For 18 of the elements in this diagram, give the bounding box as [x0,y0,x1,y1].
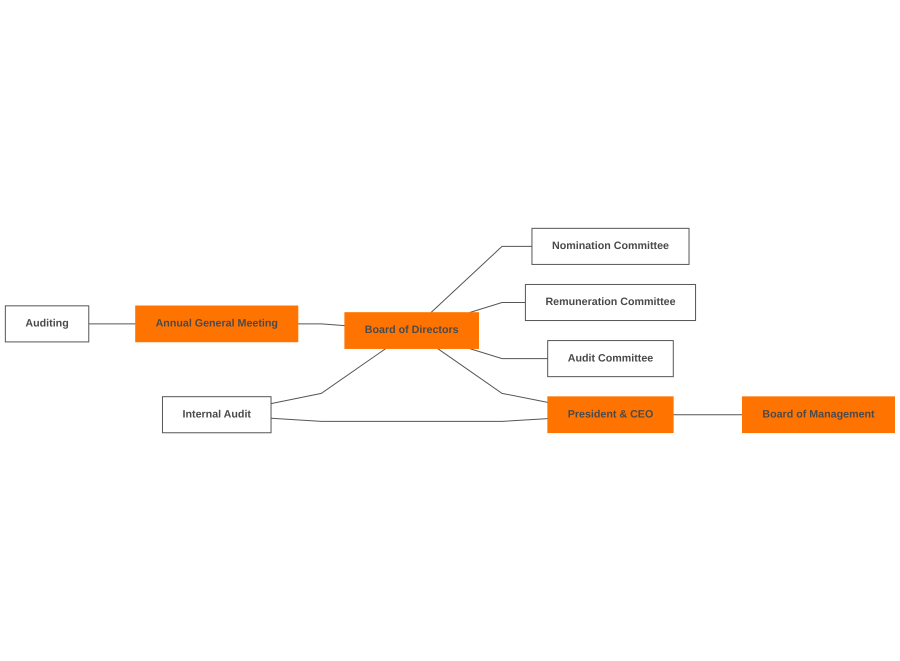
connector [270,418,548,422]
connector [297,323,346,326]
node-box: President & CEO [547,396,674,434]
connector [270,348,386,404]
connector [672,414,743,416]
node-box: Board of Directors [344,312,479,349]
connector [88,323,136,324]
connector [430,246,532,313]
node-box: Annual General Meeting [135,305,298,342]
connector [437,348,548,403]
node-box: Remuneration Committee [524,284,696,321]
node-box: Audit Committee [547,340,674,378]
node-box: Internal Audit [162,396,272,434]
node-box: Auditing [4,305,90,342]
connector [469,302,526,313]
node-box: Nomination Committee [531,228,690,265]
connector [469,348,548,360]
node-box: Board of Management [742,396,895,434]
